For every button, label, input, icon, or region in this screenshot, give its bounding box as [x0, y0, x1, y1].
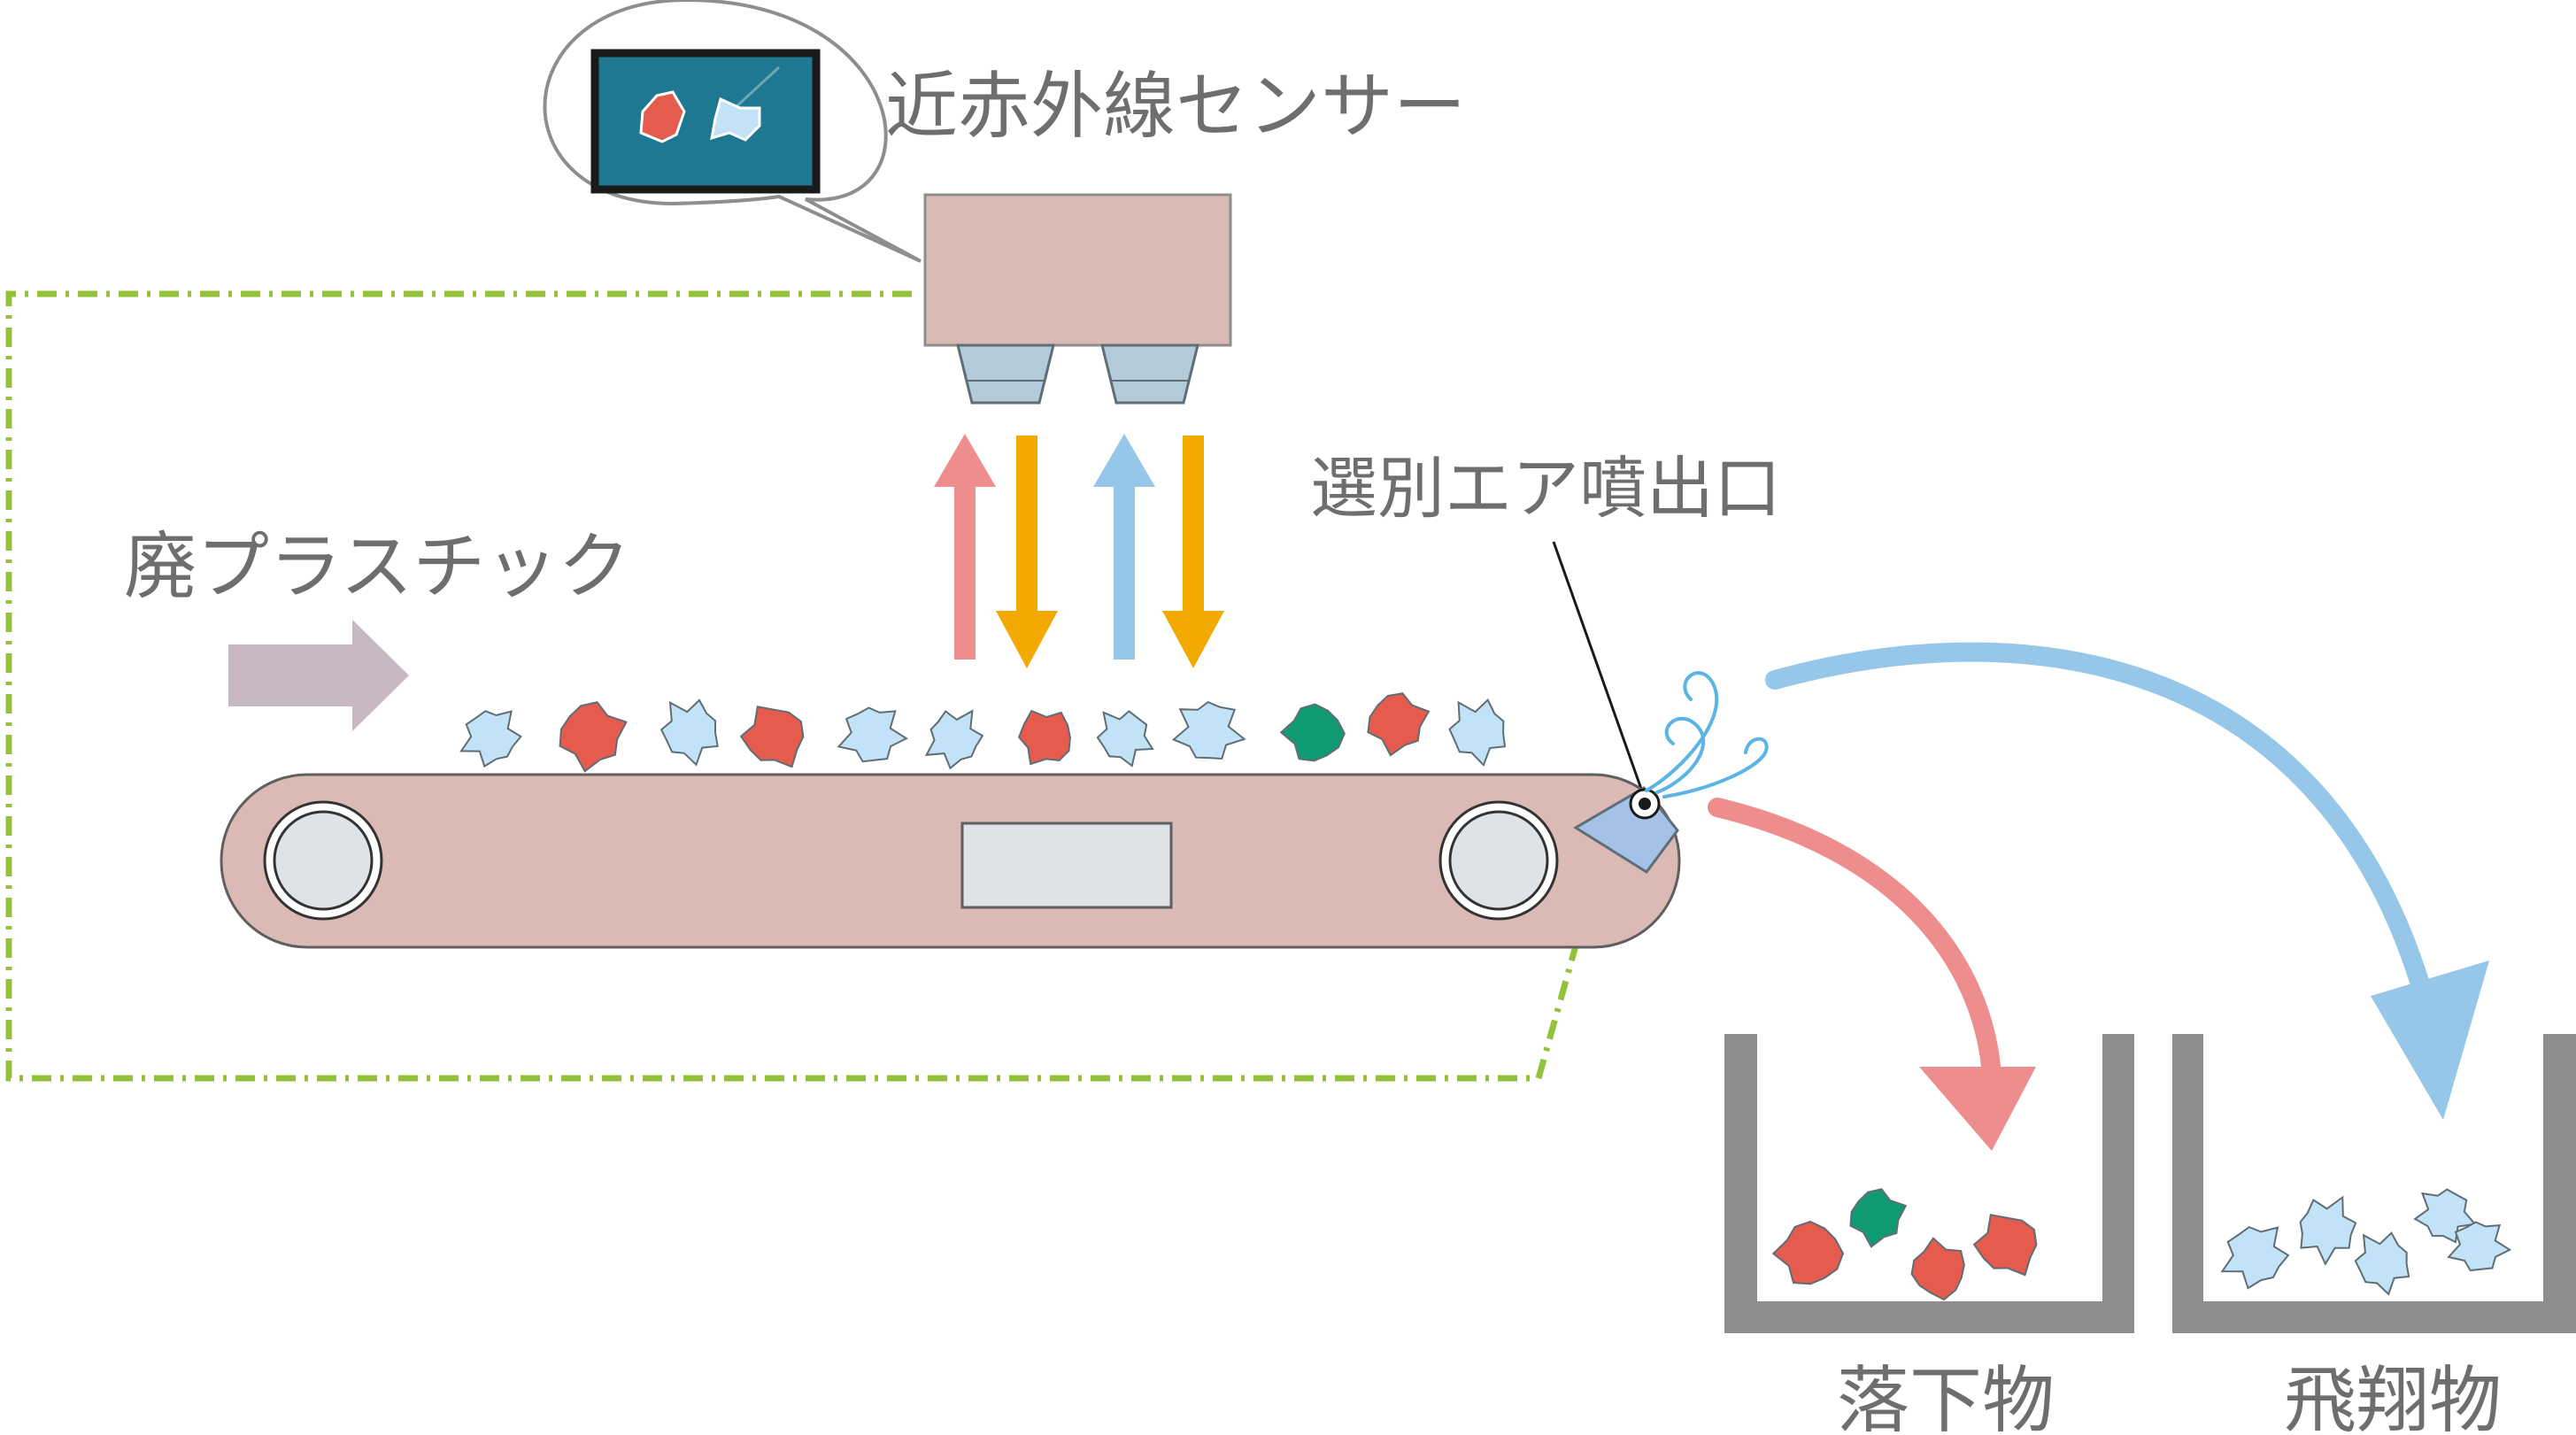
belt-flake-blue-6 — [924, 709, 984, 770]
drop-flake-red-4 — [1972, 1214, 2038, 1277]
emission-arrow-pink — [934, 434, 996, 660]
belt-flake-blue-9 — [1171, 700, 1246, 760]
screen-flake-red — [639, 90, 686, 143]
input-label: 廃プラスチック — [124, 525, 630, 609]
fly-flake-blue-5 — [2447, 1221, 2512, 1272]
nir-sensor-body — [923, 193, 1232, 347]
belt-panel — [960, 822, 1173, 909]
belt-flake-blue-12 — [1448, 698, 1507, 768]
reflection-arrow-orange — [996, 436, 1058, 668]
nozzle-label: 選別エア噴出口 — [1310, 449, 1781, 528]
fly-flake-blue-2 — [2299, 1195, 2357, 1266]
belt-flake-red-7 — [1017, 709, 1071, 766]
belt-flake-red-4 — [739, 706, 805, 768]
emission-arrow-blue — [1093, 434, 1155, 660]
reflection-arrow-orange-2 — [1162, 436, 1224, 668]
flying-trajectory-arrow — [1765, 642, 2431, 997]
sensor-lens-right — [1100, 343, 1199, 405]
drop-flake-red-1 — [1771, 1220, 1845, 1285]
drop-flake-red-3 — [1910, 1237, 1965, 1301]
belt-flake-blue-1 — [459, 710, 522, 768]
falling-trajectory-arrow — [1708, 798, 2001, 1085]
sensor-label: 近赤外線センサー — [885, 65, 1466, 149]
bin-fly-label: 飛翔物 — [2284, 1359, 2502, 1435]
belt-flake-blue-3 — [659, 698, 719, 767]
bin-drop — [1724, 1034, 2134, 1333]
fly-flake-blue-4 — [2413, 1188, 2477, 1244]
falling-arrow-head — [1919, 1067, 2036, 1151]
flying-arrow-head — [2371, 961, 2489, 1120]
sensor-lens-left — [956, 343, 1055, 405]
bin-drop-label: 落下物 — [1837, 1359, 2055, 1435]
belt-flakes — [459, 692, 1507, 773]
air-jet-swirls — [1645, 671, 1769, 799]
sensor-display-screen — [590, 49, 821, 194]
drop-flake-green-2 — [1849, 1188, 1908, 1248]
bin-fly — [2172, 1034, 2576, 1333]
fly-flake-blue-1 — [2220, 1225, 2290, 1290]
conveyor-belt — [220, 773, 1681, 949]
belt-flake-blue-8 — [1096, 710, 1154, 768]
feedback-loop-line — [5, 290, 1586, 1082]
belt-flake-red-11 — [1367, 692, 1431, 757]
nozzle-leader-line — [1552, 541, 1648, 805]
drop-bin-flakes — [1771, 1188, 2038, 1301]
screen-flake-blue — [710, 96, 761, 142]
fly-flake-blue-3 — [2354, 1231, 2410, 1296]
input-direction-arrow — [228, 620, 409, 731]
belt-flake-blue-5 — [837, 706, 909, 763]
belt-flake-green-10 — [1279, 703, 1346, 762]
belt-flake-red-2 — [559, 701, 628, 773]
fly-bin-flakes — [2220, 1188, 2512, 1296]
